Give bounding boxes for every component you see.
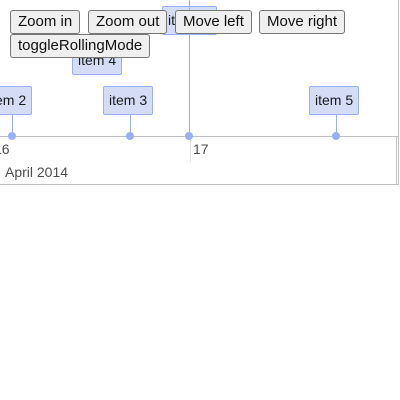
item-3-connector	[130, 115, 131, 136]
item-2-connector	[12, 115, 13, 136]
major-tick-label: April 2014	[5, 164, 69, 180]
time-axis-line	[0, 136, 398, 137]
minor-tick-label: 16	[0, 141, 10, 157]
item-1-connector	[189, 0, 190, 140]
timeline-item-label: item 5	[315, 92, 354, 108]
timeline-item-5[interactable]: item 5	[309, 86, 360, 115]
item-5-connector	[336, 115, 337, 136]
timeline-item-label: item 3	[109, 92, 148, 108]
major-grid-line	[396, 137, 397, 184]
timeline-item-2[interactable]: item 2	[0, 86, 33, 115]
item-3-dot	[126, 132, 134, 140]
item-2-dot	[8, 132, 16, 140]
minor-grid-line	[190, 137, 191, 162]
zoom-in-button[interactable]: Zoom in	[10, 10, 81, 34]
minor-tick-label: 17	[193, 141, 209, 157]
item-5-dot	[332, 132, 340, 140]
timeline-item-label: item 2	[0, 92, 27, 108]
zoom-out-button[interactable]: Zoom out	[88, 10, 168, 34]
timeline-item-3[interactable]: item 3	[103, 86, 154, 115]
move-left-button[interactable]: Move left	[175, 10, 252, 34]
toggle-rolling-mode-button[interactable]: toggleRollingMode	[10, 34, 151, 58]
move-right-button[interactable]: Move right	[259, 10, 346, 34]
item-1-dot	[185, 132, 193, 140]
